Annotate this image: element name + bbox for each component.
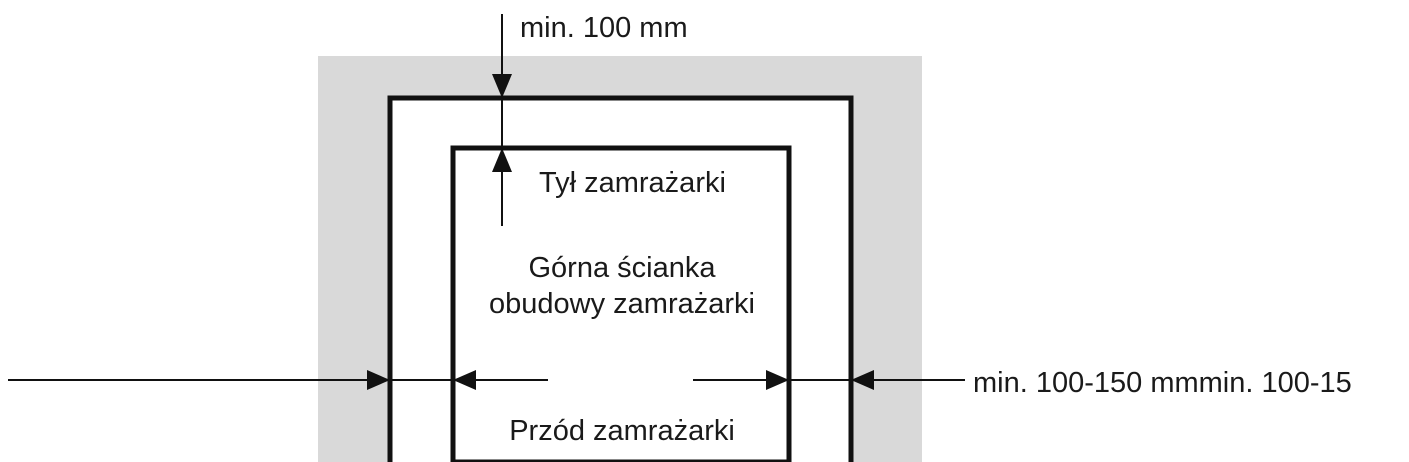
right-arrow-right: [766, 370, 789, 390]
left-arrow-right: [367, 370, 390, 390]
left-arrow-left: [453, 370, 476, 390]
right-arrow-left: [851, 370, 874, 390]
side-clearance-label: min. 100-150 mmmin. 100-15: [973, 367, 1352, 399]
freezer-body: [450, 145, 792, 462]
niche-walls: [387, 95, 854, 462]
front-label: Przód zamrażarki: [509, 415, 735, 447]
top-clearance-label: min. 100 mm: [520, 12, 688, 44]
top-panel-label-line1: Górna ścianka: [529, 252, 717, 284]
top-panel-label-line2: obudowy zamrażarki: [489, 288, 755, 320]
top-arrow-up: [492, 148, 512, 172]
back-label: Tył zamrażarki: [539, 167, 726, 199]
top-arrow-down: [492, 74, 512, 98]
